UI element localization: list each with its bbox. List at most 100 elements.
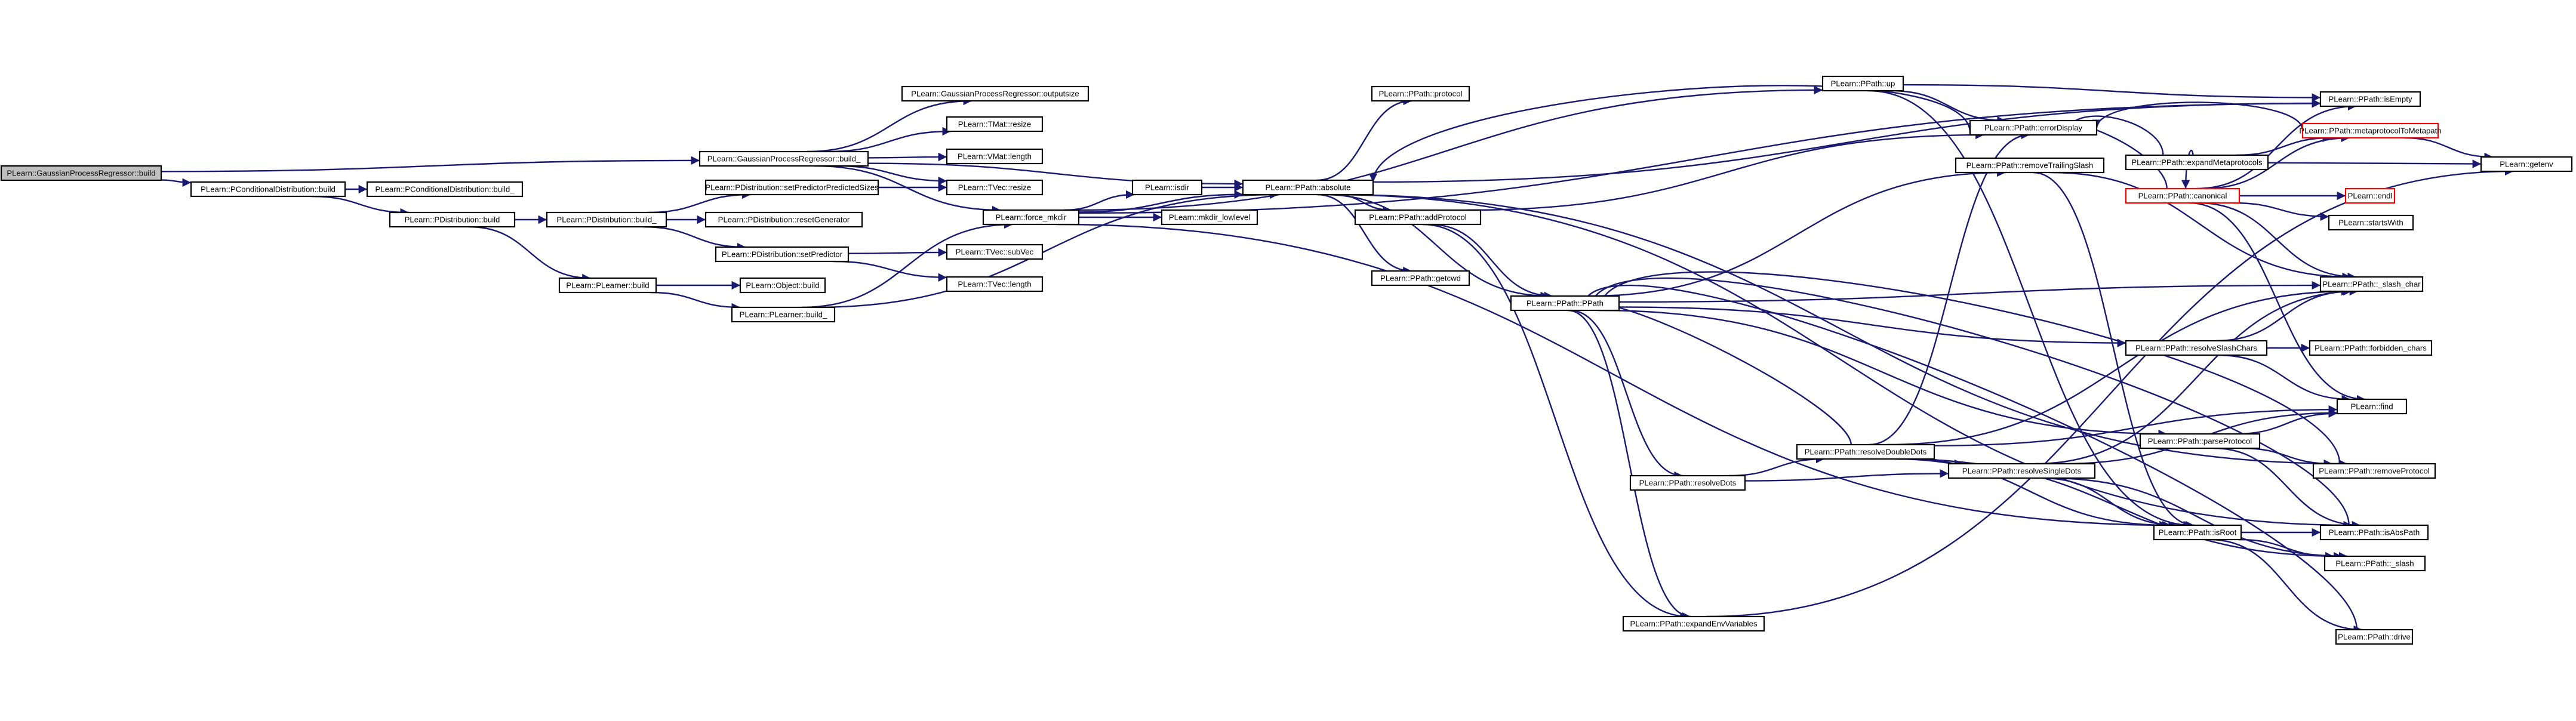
node-box (946, 276, 1044, 292)
edge-n21-n22 (1316, 96, 1412, 181)
edge-n21-n24 (1316, 193, 1412, 276)
edges-layer (161, 84, 2514, 634)
node-plearn-ppath-resolvesingledots[interactable]: PLearn::PPath::resolveSingleDots (1947, 463, 2096, 479)
node-plearn-pconditionaldistribution-build[interactable]: PLearn::PConditionalDistribution::build_ (366, 181, 524, 198)
node-box (2319, 524, 2429, 541)
edge-n16-n38 (1078, 99, 2321, 214)
node-plearn-ppath-errordisplay[interactable]: PLearn::PPath::errorDisplay (1969, 119, 2098, 136)
node-plearn-ppath-drive[interactable]: PLearn::PPath::drive (2335, 628, 2414, 645)
node-box (2153, 524, 2242, 541)
edge-n25-n42 (1618, 281, 2321, 303)
edge-n33-n39 (2236, 133, 2331, 156)
node-label: PLearn::PDistribution::resetGenerator (718, 215, 850, 224)
node-plearn-pdistribution-resetgenerator[interactable]: PLearn::PDistribution::resetGenerator (704, 211, 863, 228)
node-plearn-find[interactable]: PLearn::find (2336, 398, 2408, 415)
nodes-layer: PLearn::GaussianProcessRegressor::buildP… (0, 75, 2573, 645)
edge-n2-n4 (311, 195, 409, 217)
edge-n1-n10 (827, 127, 951, 153)
edge-n21-n45 (1335, 193, 2347, 469)
node-plearn-ppath-removeprotocol[interactable]: PLearn::PPath::removeProtocol (2312, 463, 2436, 479)
node-label: PLearn::TMat::resize (958, 120, 1031, 129)
node-plearn-ppath-isroot[interactable]: PLearn::PPath::isRoot (2153, 524, 2242, 541)
node-plearn-pdistribution-build[interactable]: PLearn::PDistribution::build (389, 211, 516, 228)
node-plearn-ppath-isempty[interactable]: PLearn::PPath::isEmpty (2319, 91, 2421, 107)
node-box (2309, 340, 2433, 356)
node-plearn-gaussianprocessregressor-build[interactable]: PLearn::GaussianProcessRegressor::build (0, 165, 162, 181)
node-plearn-isdir[interactable]: PLearn::isdir (1131, 179, 1203, 196)
node-label: PLearn::PDistribution::build (405, 215, 500, 224)
edge-n1-n11 (867, 152, 947, 162)
edge-n39-n30 (2092, 101, 2304, 131)
node-label: PLearn::PPath::removeTrailingSlash (1966, 161, 2094, 170)
node-label: PLearn::getenv (2500, 160, 2553, 169)
node-plearn-ppath-up[interactable]: PLearn::PPath::up (1821, 75, 1904, 92)
node-plearn-plearner-build[interactable]: PLearn::PLearner::build_ (731, 306, 836, 323)
node-label: PLearn::PPath::resolveSlashChars (2135, 344, 2257, 353)
node-plearn-startswith[interactable]: PLearn::startsWith (2328, 214, 2414, 231)
node-plearn-pdistribution-setpredictorpredictedsizes[interactable]: PLearn::PDistribution::setPredictorPredi… (704, 179, 879, 196)
node-plearn-ppath-resolvedots[interactable]: PLearn::PPath::resolveDots (1629, 474, 1746, 491)
node-box (946, 116, 1044, 133)
node-plearn-pdistribution-build[interactable]: PLearn::PDistribution::build_ (546, 211, 667, 228)
edge-n48-n25 (1578, 285, 2358, 630)
edge-n34-n44 (2189, 202, 2366, 404)
node-plearn-ppath-resolveslashchars[interactable]: PLearn::PPath::resolveSlashChars (2125, 340, 2268, 356)
node-plearn-gaussianprocessregressor-outputsize[interactable]: PLearn::GaussianProcessRegressor::output… (901, 85, 1090, 102)
node-plearn-ppath-forbidden-chars[interactable]: PLearn::PPath::forbidden_chars (2309, 340, 2433, 356)
edge-n6-n8 (650, 291, 741, 312)
node-plearn-plearner-build[interactable]: PLearn::PLearner::build (558, 277, 657, 294)
node-plearn-tvec-length[interactable]: PLearn::TVec::length (946, 276, 1044, 292)
edge-n35-n44 (2217, 354, 2351, 404)
edge-n37-n48 (2209, 538, 2362, 634)
node-plearn-ppath-expandenvvariables[interactable]: PLearn::PPath::expandEnvVariables (1622, 615, 1765, 632)
node-plearn-ppath-resolvedoubledots[interactable]: PLearn::PPath::resolveDoubleDots (1796, 443, 1935, 460)
node-label: PLearn::PPath::errorDisplay (1984, 124, 2083, 133)
node-plearn-tvec-resize[interactable]: PLearn::TVec::resize (946, 179, 1044, 196)
node-plearn-ppath-isabspath[interactable]: PLearn::PPath::isAbsPath (2319, 524, 2429, 541)
node-plearn-pconditionaldistribution-build[interactable]: PLearn::PConditionalDistribution::build (190, 181, 346, 198)
edge-n5-n15 (642, 226, 746, 252)
node-plearn-mkdir-lowlevel[interactable]: PLearn::mkdir_lowlevel (1161, 209, 1258, 226)
node-plearn-ppath-addprotocol[interactable]: PLearn::PPath::addProtocol (1354, 209, 1482, 226)
node-plearn-ppath-canonical[interactable]: PLearn::PPath::canonical (2125, 187, 2240, 204)
node-plearn-ppath-expandmetaprotocols[interactable]: PLearn::PPath::expandMetaprotocols (2125, 154, 2269, 171)
node-plearn-gaussianprocessregressor-build[interactable]: PLearn::GaussianProcessRegressor::build_ (698, 150, 869, 167)
edge-n36-n46 (2213, 447, 2361, 530)
node-plearn-pdistribution-setpredictor[interactable]: PLearn::PDistribution::setPredictor (715, 246, 850, 263)
node-box (2480, 156, 2573, 172)
edge-n36-n45 (2242, 447, 2332, 469)
node-label: PLearn::GaussianProcessRegressor::build (7, 169, 155, 178)
node-plearn-ppath-removetrailingslash[interactable]: PLearn::PPath::removeTrailingSlash (1955, 157, 2105, 174)
node-box (1629, 474, 1746, 491)
node-box (1354, 209, 1482, 226)
node-label: PLearn::PPath::expandMetaprotocols (2131, 158, 2263, 167)
node-plearn-vmat-length[interactable]: PLearn::VMat::length (946, 148, 1044, 165)
node-label: PLearn::PPath::absolute (1266, 183, 1351, 192)
node-label: PLearn::PPath::parseProtocol (2148, 437, 2252, 446)
node-plearn-object-build[interactable]: PLearn::Object::build (739, 277, 826, 294)
node-plearn-ppath-absolute[interactable]: PLearn::PPath::absolute (1242, 179, 1374, 196)
node-label: PLearn::PPath::isAbsPath (2329, 528, 2420, 537)
node-plearn-force-mkdir[interactable]: PLearn::force_mkdir (982, 209, 1080, 226)
node-label: PLearn::PPath::removeProtocol (2319, 467, 2430, 476)
node-plearn-ppath-protocol[interactable]: PLearn::PPath::protocol (1371, 85, 1470, 102)
node-label: PLearn::PConditionalDistribution::build_ (375, 185, 515, 194)
node-plearn-ppath-parseprotocol[interactable]: PLearn::PPath::parseProtocol (2139, 433, 2261, 449)
node-plearn-ppath-getcwd[interactable]: PLearn::PPath::getcwd (1371, 270, 1470, 286)
node-label: PLearn::PPath::_slash (2335, 559, 2414, 568)
node-plearn-tmat-resize[interactable]: PLearn::TMat::resize (946, 116, 1044, 133)
node-label: PLearn::Object::build (746, 281, 819, 290)
node-plearn-ppath-metaprotocoltometapath[interactable]: PLearn::PPath::metaprotocolToMetapath (2299, 122, 2442, 139)
node-label: PLearn::find (2350, 402, 2393, 411)
node-plearn-endl[interactable]: PLearn::endl (2344, 187, 2396, 204)
node-plearn-tvec-subvec[interactable]: PLearn::TVec::subVec (946, 244, 1044, 260)
node-box (366, 181, 524, 198)
edge-n31-n37 (2033, 171, 2195, 530)
node-plearn-ppath-slash-char[interactable]: PLearn::PPath::_slash_char (2319, 276, 2424, 292)
node-plearn-ppath-ppath[interactable]: PLearn::PPath::PPath (1510, 295, 1620, 312)
node-box (2139, 433, 2261, 449)
node-box (946, 244, 1044, 260)
edge-n21-n25 (1324, 193, 1549, 301)
node-plearn-getenv[interactable]: PLearn::getenv (2480, 156, 2573, 172)
node-plearn-ppath-slash[interactable]: PLearn::PPath::_slash (2323, 555, 2426, 572)
